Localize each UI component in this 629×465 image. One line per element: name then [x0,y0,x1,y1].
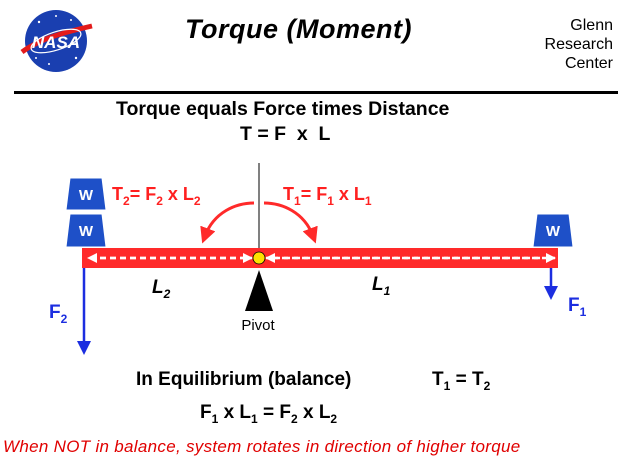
center-line-3: Center [564,55,613,72]
weight-label: W [546,223,561,240]
nasa-logo: NASA [20,10,93,72]
torque-formula-left: T2= F2 x L2 [112,184,201,208]
equilibrium-label: In Equilibrium (balance)T1 = T2 [136,369,491,393]
torque-formula-right: T1= F1 x L1 [283,184,372,208]
page-title: Torque (Moment) [185,14,412,44]
imbalance-note: When NOT in balance, system rotates in d… [3,437,521,456]
weight-label: W [79,187,94,204]
weight-label: W [79,223,94,240]
logo-text: NASA [32,33,80,52]
logo-swoosh [20,23,93,55]
weight-right: W [532,213,574,248]
pivot-dot [252,251,266,265]
logo-disc [25,10,87,72]
torque-formula: T = F x L [240,123,331,145]
equilibrium-equation: F1 x L1 = F2 x L2 [200,402,337,426]
pivot-triangle [245,270,273,311]
center-line-1: Glenn [570,17,613,34]
force-label-right: F1 [568,295,587,319]
center-name: Glenn Research Center [545,16,613,73]
length-label-left: L2 [152,277,171,301]
length-label-right: L1 [372,274,391,298]
rotation-arrow-right [263,201,318,244]
pivot-label: Pivot [241,317,275,334]
rotation-arrow-left [200,201,255,244]
header-divider [14,91,618,94]
torque-heading: Torque equals Force times Distance [116,98,450,120]
weight-left-bottom: W [65,213,107,248]
force-label-left: F2 [49,302,68,326]
center-line-2: Research [544,36,613,53]
weight-left-top: W [65,177,107,211]
